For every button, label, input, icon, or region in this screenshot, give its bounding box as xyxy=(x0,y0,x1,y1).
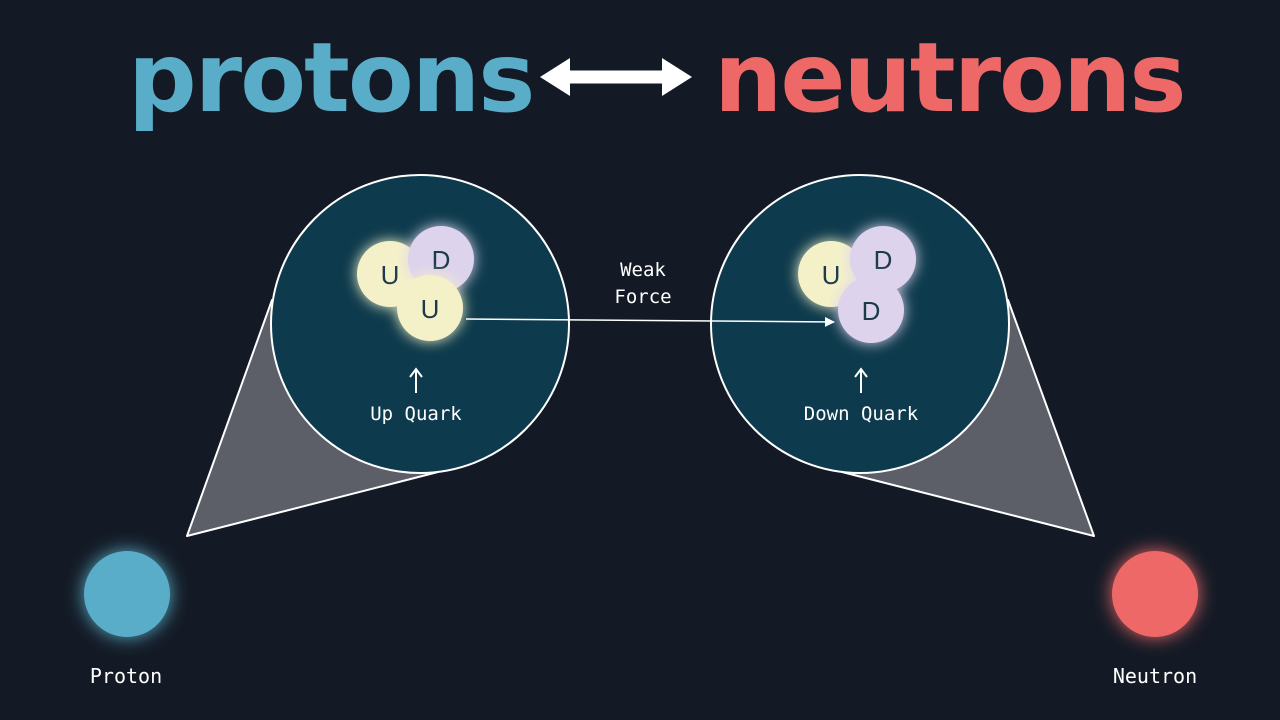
svg-text:U: U xyxy=(381,260,400,290)
proton-label: Proton xyxy=(90,664,162,688)
neutrons-heading: neutrons xyxy=(714,22,1186,134)
double-arrow-icon xyxy=(540,58,692,96)
down-quark-label: Down Quark xyxy=(804,403,919,425)
weak-force-arrow xyxy=(465,316,835,327)
weak-force-label-line1: Weak xyxy=(620,259,666,281)
up-quark: U xyxy=(397,275,463,341)
svg-text:U: U xyxy=(421,294,440,324)
up-quark-label: Up Quark xyxy=(370,403,462,425)
up-arrow-icon xyxy=(854,367,868,393)
up-arrow-icon xyxy=(409,367,423,393)
proton-quarks: U D U xyxy=(357,226,474,341)
protons-heading: protons xyxy=(128,22,535,134)
svg-text:D: D xyxy=(862,296,881,326)
svg-text:U: U xyxy=(822,260,841,290)
down-quark: D xyxy=(850,226,916,292)
proton-particle xyxy=(84,551,170,637)
svg-text:D: D xyxy=(432,245,451,275)
weak-force-label-line2: Force xyxy=(614,286,671,308)
neutron-label: Neutron xyxy=(1113,664,1197,688)
neutron-quarks: U D D xyxy=(798,226,916,343)
neutron-particle xyxy=(1112,551,1198,637)
svg-text:D: D xyxy=(874,245,893,275)
down-quark: D xyxy=(838,277,904,343)
